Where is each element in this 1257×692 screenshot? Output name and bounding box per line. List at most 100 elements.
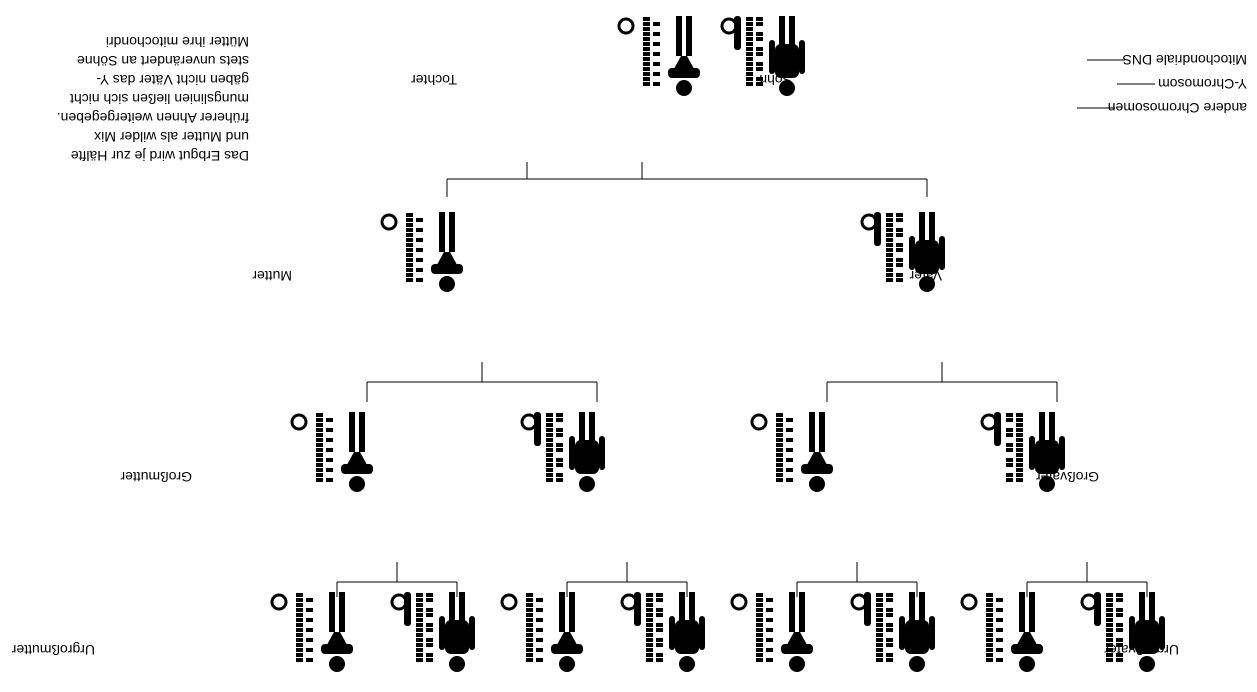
chromosome-band bbox=[1006, 448, 1013, 452]
chromosome-band bbox=[316, 478, 323, 482]
chromosome-band bbox=[546, 423, 553, 427]
chromosome-band bbox=[643, 77, 650, 81]
arm-icon bbox=[699, 616, 705, 650]
chromosome-band bbox=[526, 593, 533, 597]
leg-icon bbox=[689, 592, 695, 622]
chromosome-band bbox=[896, 213, 903, 217]
chromosome-band bbox=[876, 603, 883, 607]
chromosome-band bbox=[886, 213, 893, 217]
chromosome-band bbox=[1106, 653, 1113, 657]
chromosome-band bbox=[996, 618, 1003, 622]
chromosome-band bbox=[643, 47, 650, 51]
chromosome-band bbox=[896, 228, 903, 232]
leg-icon bbox=[589, 412, 595, 442]
chromosome-band bbox=[786, 418, 793, 422]
chromosome-band bbox=[996, 598, 1003, 602]
label-daughter: Tochter bbox=[411, 72, 457, 88]
chromosome-band bbox=[876, 598, 883, 602]
chromosome-band bbox=[646, 608, 653, 612]
chromosome-band bbox=[406, 243, 413, 247]
leg-icon bbox=[1039, 412, 1045, 442]
chromosome-band bbox=[886, 653, 893, 657]
chromosome-band bbox=[776, 443, 783, 447]
chromosome-band bbox=[536, 648, 543, 652]
chromosome-band bbox=[1106, 623, 1113, 627]
chromosome-band bbox=[786, 458, 793, 462]
chromosome-band bbox=[306, 608, 313, 612]
chromosome-band bbox=[536, 628, 543, 632]
chromosome-band bbox=[776, 478, 783, 482]
chromosome-band bbox=[876, 593, 883, 597]
chromosome-band bbox=[296, 618, 303, 622]
chromosome-band bbox=[1006, 443, 1013, 447]
mitochondria-icon bbox=[380, 213, 398, 231]
chromosome-band bbox=[326, 448, 333, 452]
chromosome-band bbox=[556, 433, 563, 437]
description-line: gäben nicht Väter das Y- bbox=[96, 72, 249, 88]
chromosome-band bbox=[1006, 473, 1013, 477]
chromosome-band bbox=[886, 643, 893, 647]
mitochondria-icon bbox=[270, 593, 288, 611]
chromosome-band bbox=[786, 428, 793, 432]
chromosome-band bbox=[643, 42, 650, 46]
chromosome-band bbox=[646, 618, 653, 622]
chromosome-band bbox=[896, 263, 903, 267]
leg-icon bbox=[789, 592, 795, 632]
chromosome-band bbox=[526, 653, 533, 657]
chromosome-band bbox=[326, 438, 333, 442]
chromosome-band bbox=[546, 428, 553, 432]
chromosome-band bbox=[746, 77, 753, 81]
body-icon bbox=[445, 620, 469, 654]
chromosome-band bbox=[416, 268, 423, 272]
chromosome-band bbox=[406, 278, 413, 282]
description-line: Mütter ihre mitochondri bbox=[105, 34, 249, 50]
arm-icon bbox=[799, 40, 805, 74]
chromosome-band bbox=[776, 458, 783, 462]
male-person bbox=[720, 16, 805, 96]
chromosome-band bbox=[326, 478, 333, 482]
chromosome-band bbox=[546, 463, 553, 467]
leg-icon bbox=[1139, 592, 1145, 622]
mitochondria-icon bbox=[1080, 593, 1098, 611]
leg-icon bbox=[819, 412, 825, 452]
chromosome-band bbox=[1106, 608, 1113, 612]
chromosome-band bbox=[1006, 428, 1013, 432]
head-icon bbox=[1139, 656, 1155, 672]
chromosome-band bbox=[886, 253, 893, 257]
mitochondria-icon bbox=[980, 413, 998, 431]
chromosome-band bbox=[643, 62, 650, 66]
chromosome-band bbox=[1016, 478, 1023, 482]
head-icon bbox=[909, 656, 925, 672]
label-great-grandfather: Urgroßvater bbox=[1104, 642, 1179, 658]
chromosome-band bbox=[326, 418, 333, 422]
chromosome-band bbox=[886, 258, 893, 262]
chromosome-band bbox=[886, 598, 893, 602]
leg-icon bbox=[679, 592, 685, 622]
chromosome-band bbox=[546, 448, 553, 452]
chromosome-band bbox=[406, 223, 413, 227]
chromosome-band bbox=[526, 638, 533, 642]
chromosome-band bbox=[416, 593, 423, 597]
leg-icon bbox=[339, 592, 345, 632]
head-icon bbox=[1019, 656, 1035, 672]
mitochondria-icon bbox=[730, 593, 748, 611]
chromosome-band bbox=[876, 643, 883, 647]
chromosome-band bbox=[776, 423, 783, 427]
chromosome-band bbox=[896, 258, 903, 262]
chromosome-band bbox=[786, 468, 793, 472]
mitochondria-icon bbox=[750, 413, 768, 431]
chromosome-band bbox=[316, 423, 323, 427]
chromosome-band bbox=[876, 613, 883, 617]
body-icon bbox=[915, 240, 939, 274]
chromosome-band bbox=[986, 593, 993, 597]
leg-icon bbox=[349, 412, 355, 452]
chromosome-band bbox=[986, 603, 993, 607]
chromosome-band bbox=[886, 268, 893, 272]
head-icon bbox=[809, 476, 825, 492]
chromosome-band bbox=[316, 463, 323, 467]
chromosome-band bbox=[756, 62, 763, 66]
male-person bbox=[850, 592, 935, 672]
chromosome-band bbox=[296, 638, 303, 642]
leg-icon bbox=[779, 16, 785, 46]
